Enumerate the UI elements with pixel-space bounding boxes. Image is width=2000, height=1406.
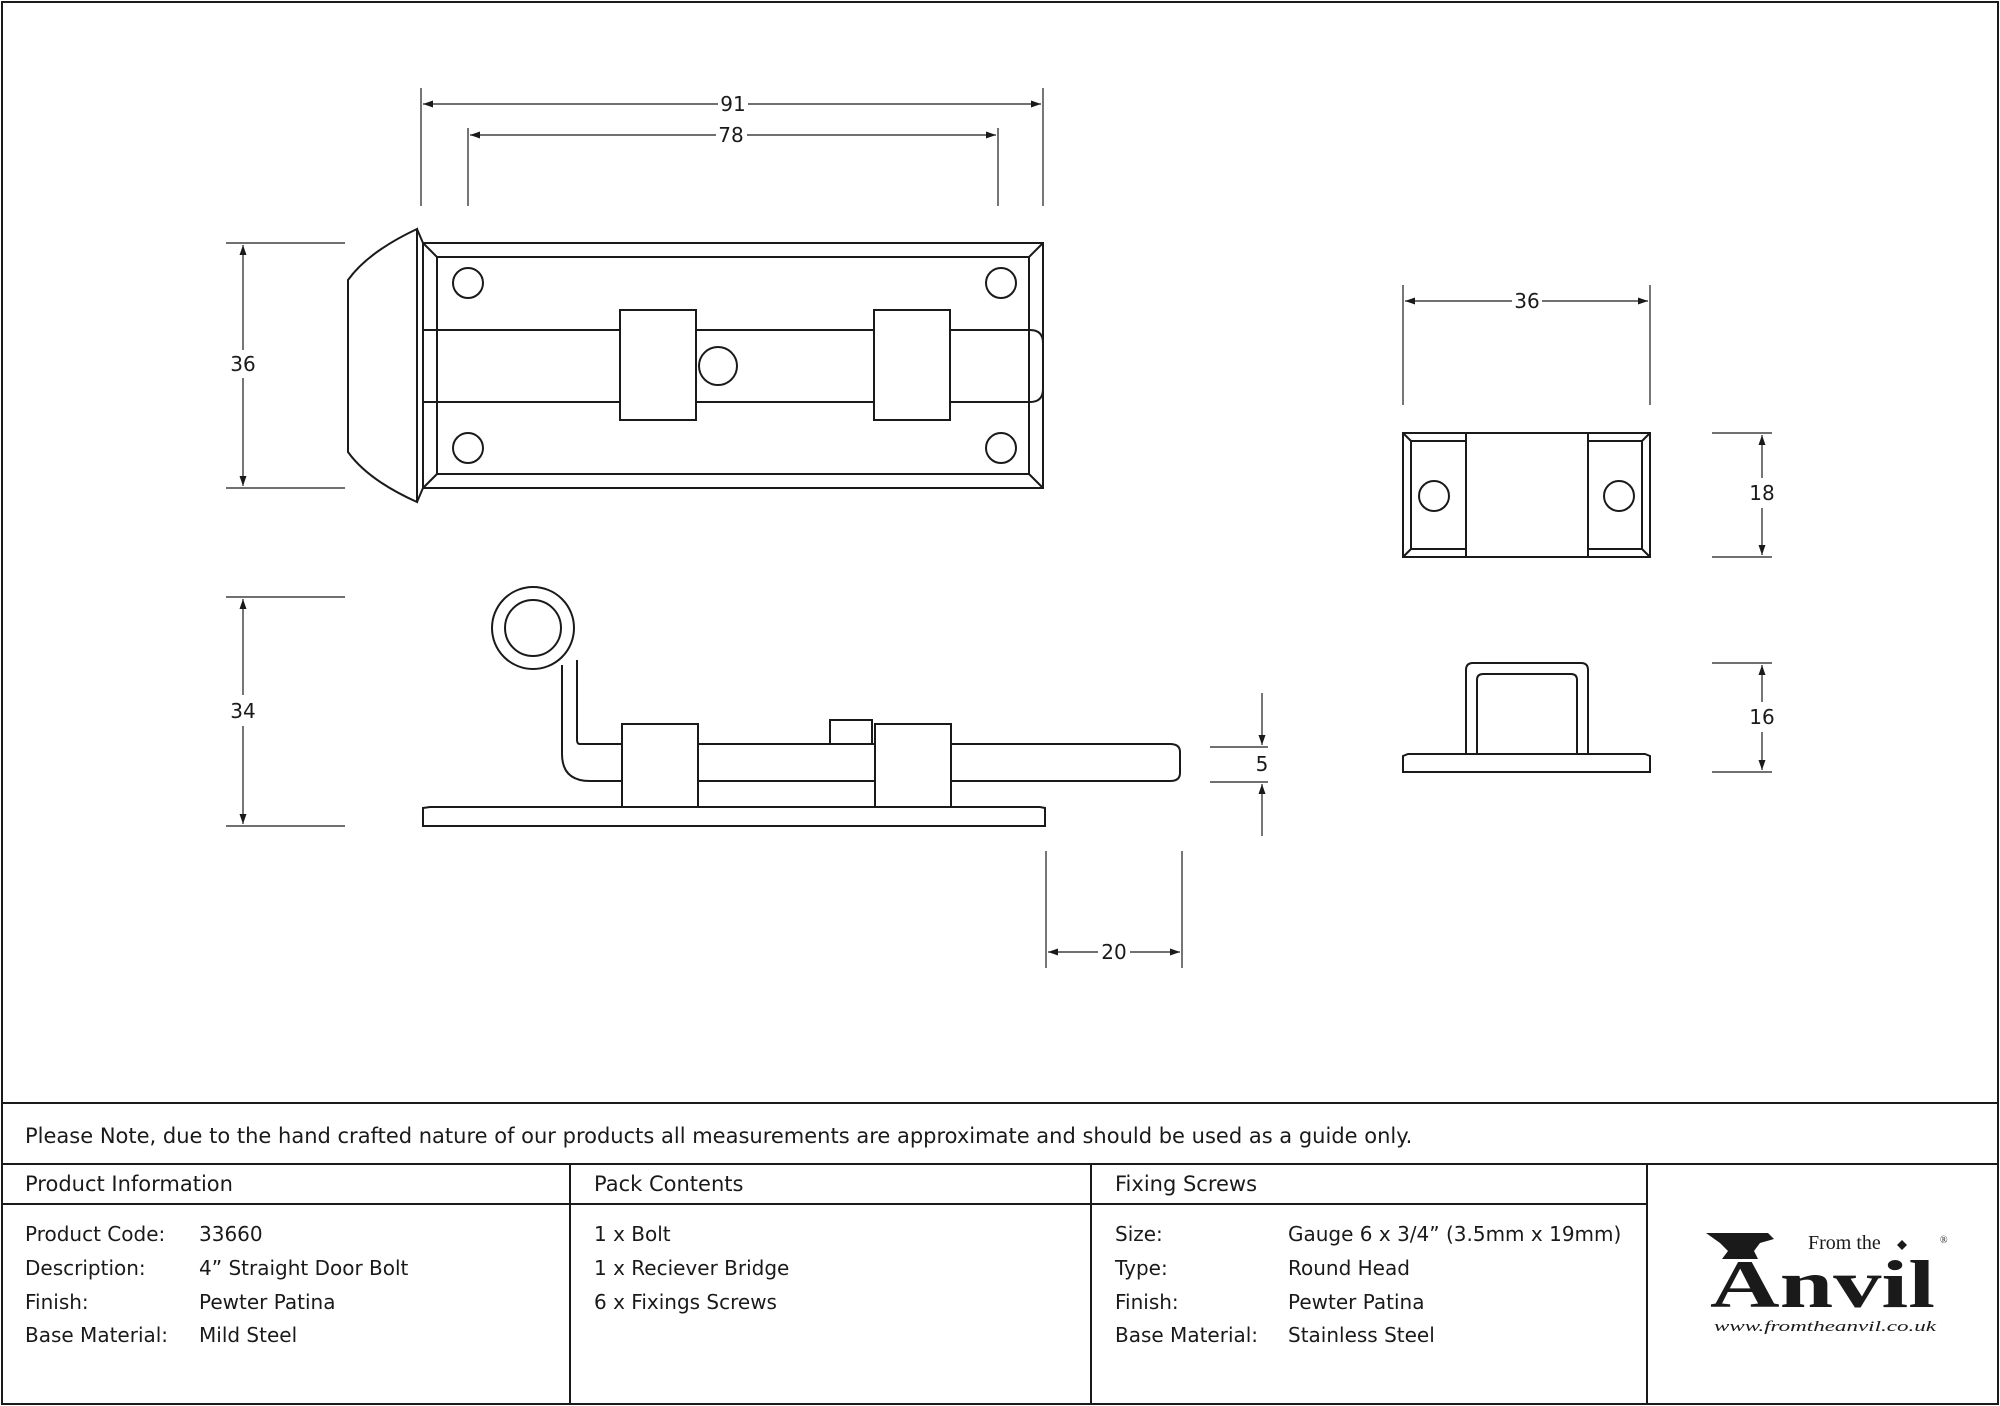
info-table-grid	[2, 1102, 1998, 1404]
pack-item: 1 x Reciever Bridge	[594, 1256, 790, 1280]
screw-material-label: Base Material:	[1115, 1323, 1259, 1347]
screw-finish-value: Pewter Patina	[1288, 1290, 1425, 1314]
screw-material-value: Stainless Steel	[1288, 1323, 1435, 1347]
pack-contents-heading: Pack Contents	[594, 1172, 744, 1196]
bolt-side-view	[422, 586, 1181, 827]
base-material-label: Base Material:	[25, 1323, 169, 1347]
dim-label-78: 78	[718, 123, 743, 147]
product-code-value: 33660	[199, 1222, 263, 1246]
diamond-icon	[1897, 1240, 1907, 1250]
receiver-side-view	[1402, 662, 1651, 773]
screw-finish-label: Finish:	[1115, 1290, 1179, 1314]
dim-label-36-bolt: 36	[230, 352, 255, 376]
finish-value: Pewter Patina	[199, 1290, 336, 1314]
logo-url: www.fromtheanvil.co.uk	[1714, 1319, 1937, 1335]
logo-registered: ®	[1940, 1235, 1948, 1246]
dim-label-34: 34	[230, 699, 255, 723]
receiver-top-view	[1402, 432, 1651, 558]
dimension-lines	[226, 88, 1772, 968]
logo-brand: Anvil	[1710, 1246, 1935, 1322]
finish-label: Finish:	[25, 1290, 89, 1314]
dim-label-20: 20	[1101, 940, 1126, 964]
dim-label-91: 91	[720, 92, 745, 116]
fixing-screws-heading: Fixing Screws	[1115, 1172, 1258, 1196]
pack-item: 6 x Fixings Screws	[594, 1290, 777, 1314]
description-value: 4” Straight Door Bolt	[199, 1256, 409, 1280]
base-material-value: Mild Steel	[199, 1323, 298, 1347]
screw-type-value: Round Head	[1288, 1256, 1410, 1280]
pack-item: 1 x Bolt	[594, 1222, 671, 1246]
screw-type-label: Type:	[1115, 1256, 1168, 1280]
from-the-anvil-logo: From the ® Anvil www.fromtheanvil.co.uk	[1706, 1232, 1948, 1335]
bolt-top-view	[347, 227, 1044, 504]
screw-size-label: Size:	[1115, 1222, 1163, 1246]
description-label: Description:	[25, 1256, 146, 1280]
dim-label-16: 16	[1749, 705, 1774, 729]
dim-label-5: 5	[1256, 752, 1269, 776]
dim-label-36-receiver: 36	[1514, 289, 1539, 313]
anvil-icon	[1706, 1233, 1774, 1259]
product-code-label: Product Code:	[25, 1222, 166, 1246]
measurement-note: Please Note, due to the hand crafted nat…	[25, 1124, 1413, 1148]
product-info-heading: Product Information	[25, 1172, 233, 1196]
screw-size-value: Gauge 6 x 3/4” (3.5mm x 19mm)	[1288, 1222, 1622, 1246]
dim-label-18: 18	[1749, 481, 1774, 505]
logo-from-the: From the	[1808, 1232, 1881, 1254]
